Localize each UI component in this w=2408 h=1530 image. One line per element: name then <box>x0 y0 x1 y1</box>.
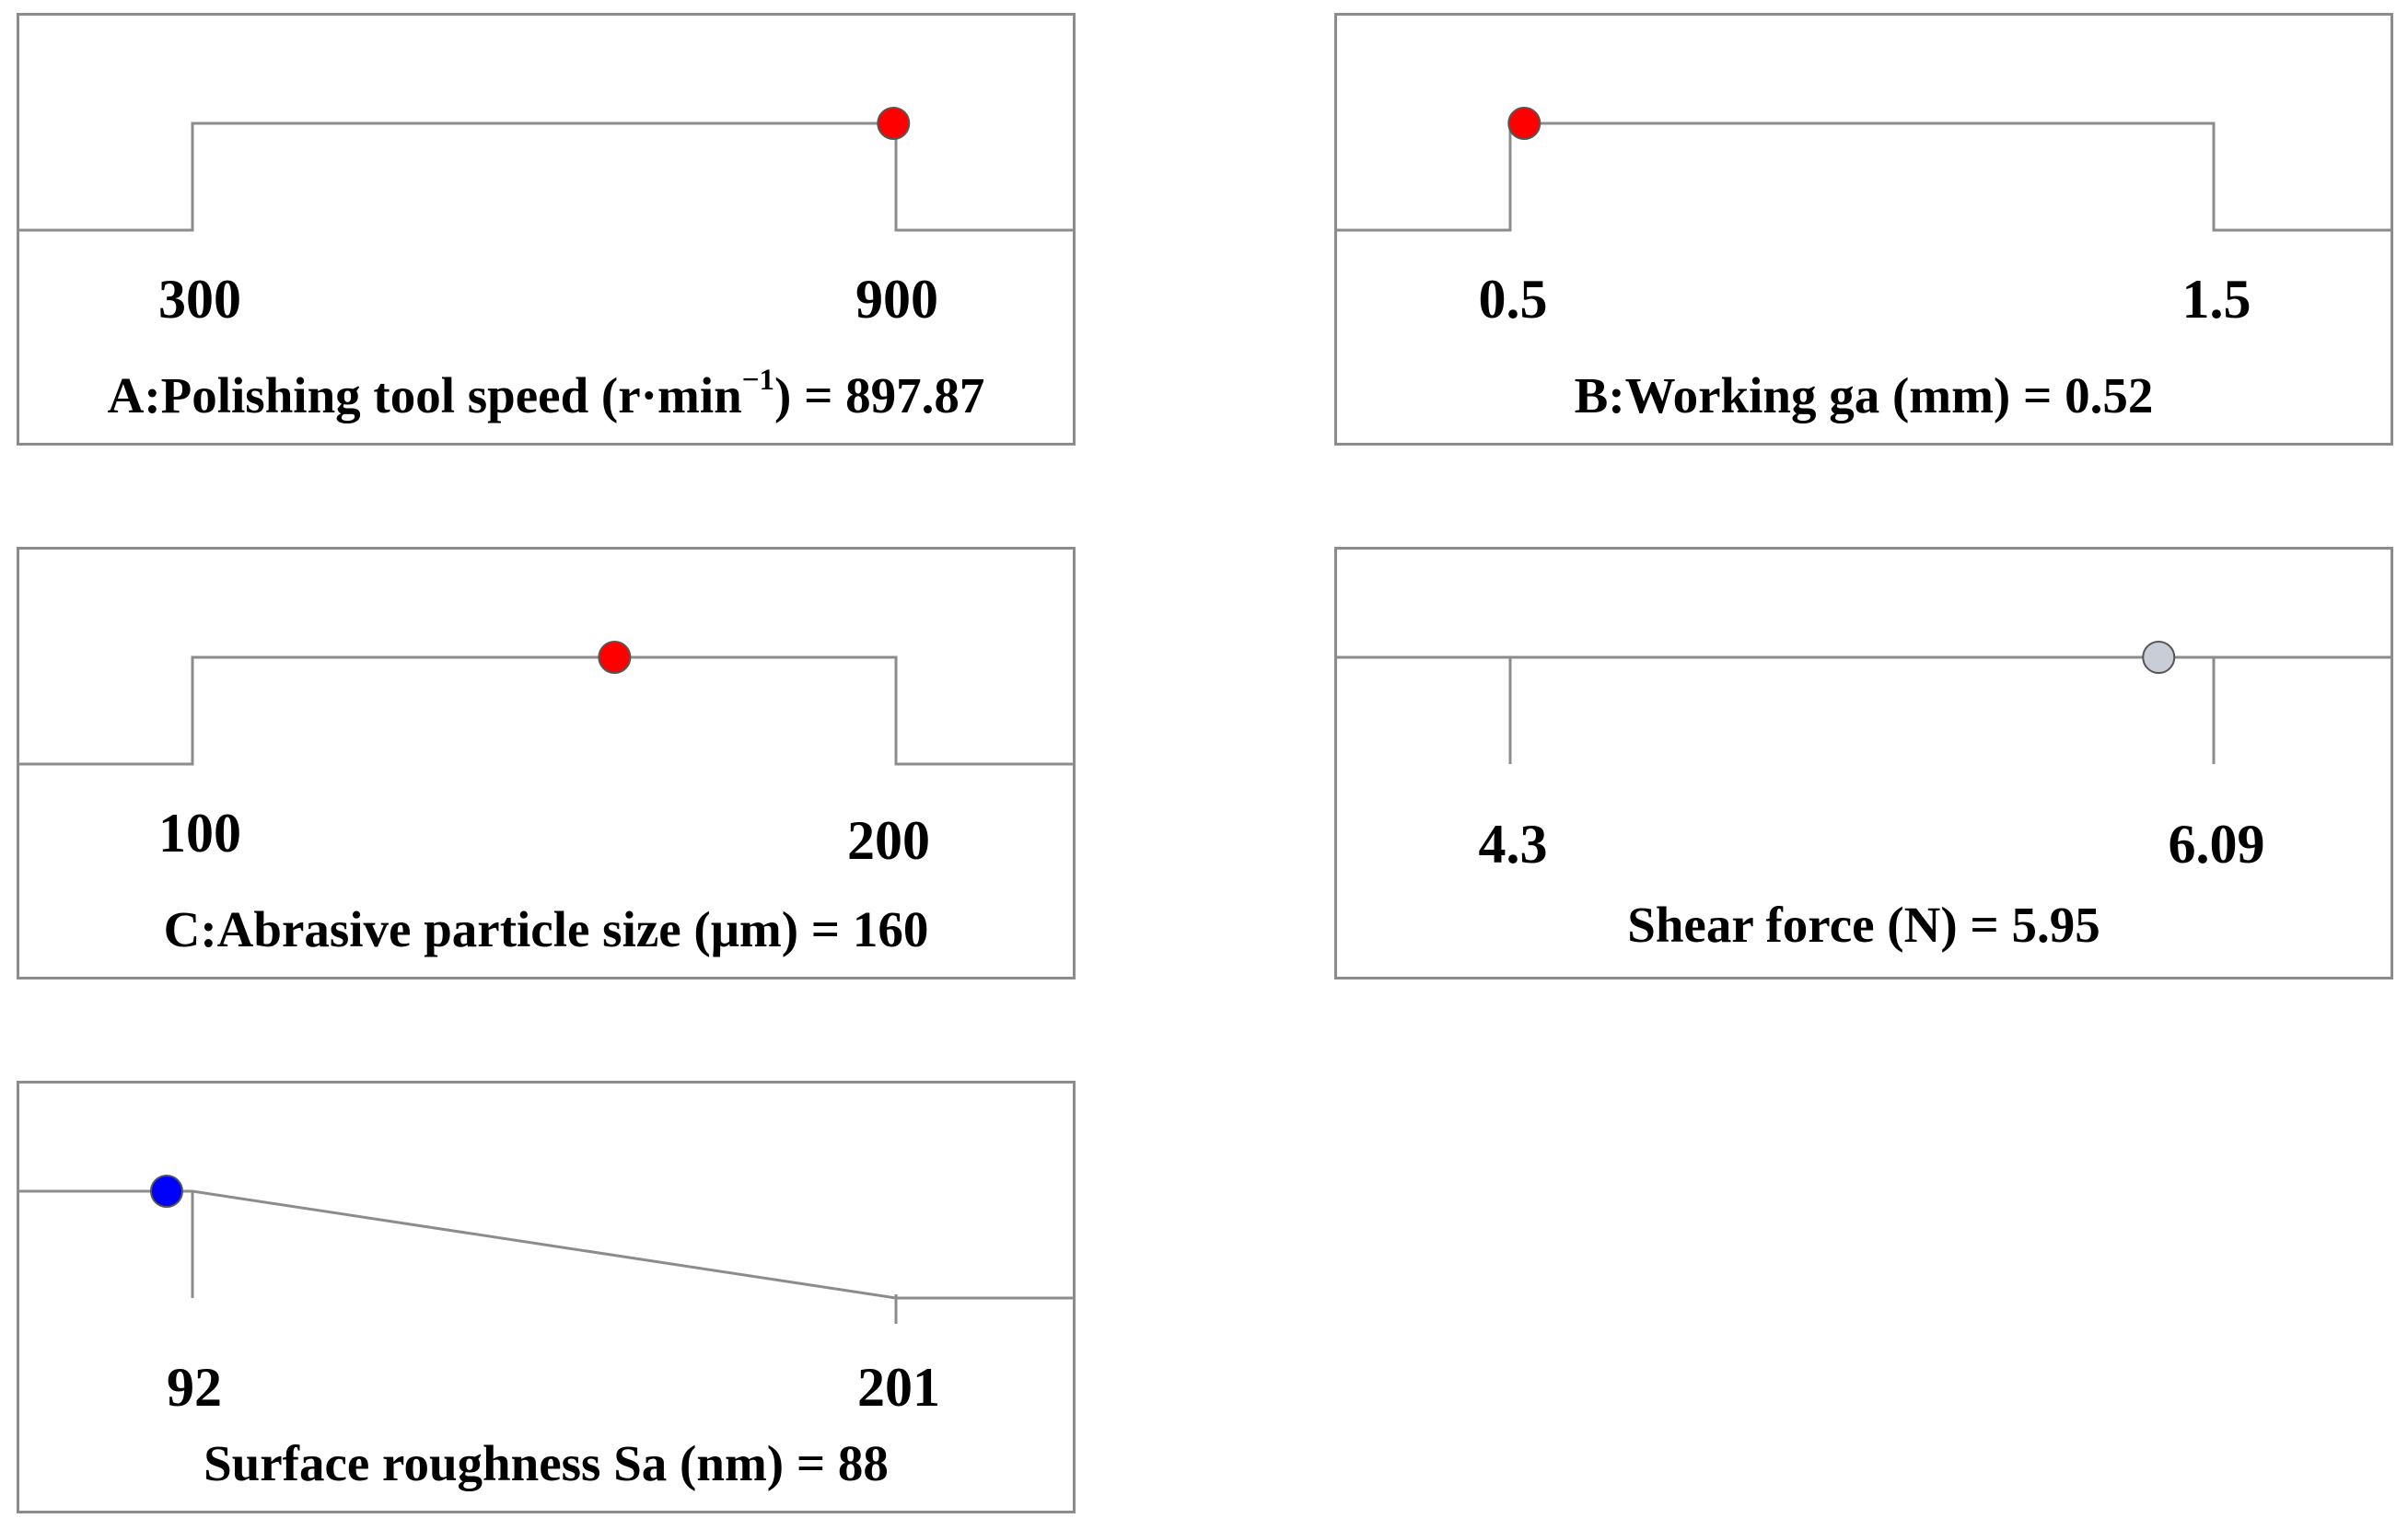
low-tick-label: 100 <box>158 803 241 864</box>
low-tick-label: 300 <box>158 269 241 330</box>
ramp-plot <box>19 107 1073 232</box>
desirability-profile-line <box>19 1189 1073 1300</box>
high-tick-label: 200 <box>847 810 930 871</box>
value-marker <box>877 107 911 140</box>
value-marker <box>2142 641 2176 674</box>
high-tick-label: 1.5 <box>2181 269 2251 330</box>
ramp-title: A:Polishing tool speed (r·min−1) = 897.8… <box>107 364 985 423</box>
ramp-panel-surface-roughness: 92 201 Surface roughness Sa (nm) = 88 <box>17 1081 1076 1513</box>
current-value: 897.87 <box>845 367 985 423</box>
ramp-title: Surface roughness Sa (nm) = 88 <box>204 1435 889 1491</box>
high-tick-label: 900 <box>855 269 938 330</box>
ramp-plot <box>1337 641 2391 764</box>
ramp-panel-abrasive-particle-size: 100 200 C:Abrasive particle size (μm) = … <box>17 547 1076 979</box>
low-tick-label: 92 <box>167 1357 222 1418</box>
unit-text: r·min <box>618 367 742 423</box>
desirability-profile-line <box>1337 122 2391 232</box>
ramp-panel-polishing-tool-speed: 300 900 A:Polishing tool speed (r·min−1)… <box>17 13 1076 446</box>
title-separator: ) = <box>774 367 846 423</box>
value-marker <box>598 641 632 674</box>
ramp-panel-working-gap: 0.5 1.5 B:Working ga (mm) = 0.52 <box>1334 13 2393 446</box>
desirability-profile-line <box>19 655 1073 766</box>
ramp-title: C:Abrasive particle size (μm) = 160 <box>163 901 929 957</box>
ramp-plot <box>1337 107 2391 232</box>
value-marker <box>149 1175 183 1208</box>
ramp-title: Shear force (N) = 5.95 <box>1627 897 2100 953</box>
ramp-plot <box>19 641 1073 766</box>
ramp-title: B:Working ga (mm) = 0.52 <box>1574 367 2154 423</box>
low-tick-label: 0.5 <box>1478 269 1548 330</box>
factor-letter: A <box>107 367 145 423</box>
unit-exponent: −1 <box>741 364 775 398</box>
desirability-profile-line <box>19 122 1073 232</box>
factor-name: Polishing tool speed <box>160 367 589 423</box>
low-tick-label: 4.3 <box>1478 814 1548 875</box>
value-marker <box>1507 107 1541 140</box>
high-tick-label: 201 <box>857 1357 940 1418</box>
high-tick-label: 6.09 <box>2168 814 2265 875</box>
ramp-panel-shear-force: 4.3 6.09 Shear force (N) = 5.95 <box>1334 547 2393 979</box>
ramp-plot <box>19 1175 1073 1324</box>
